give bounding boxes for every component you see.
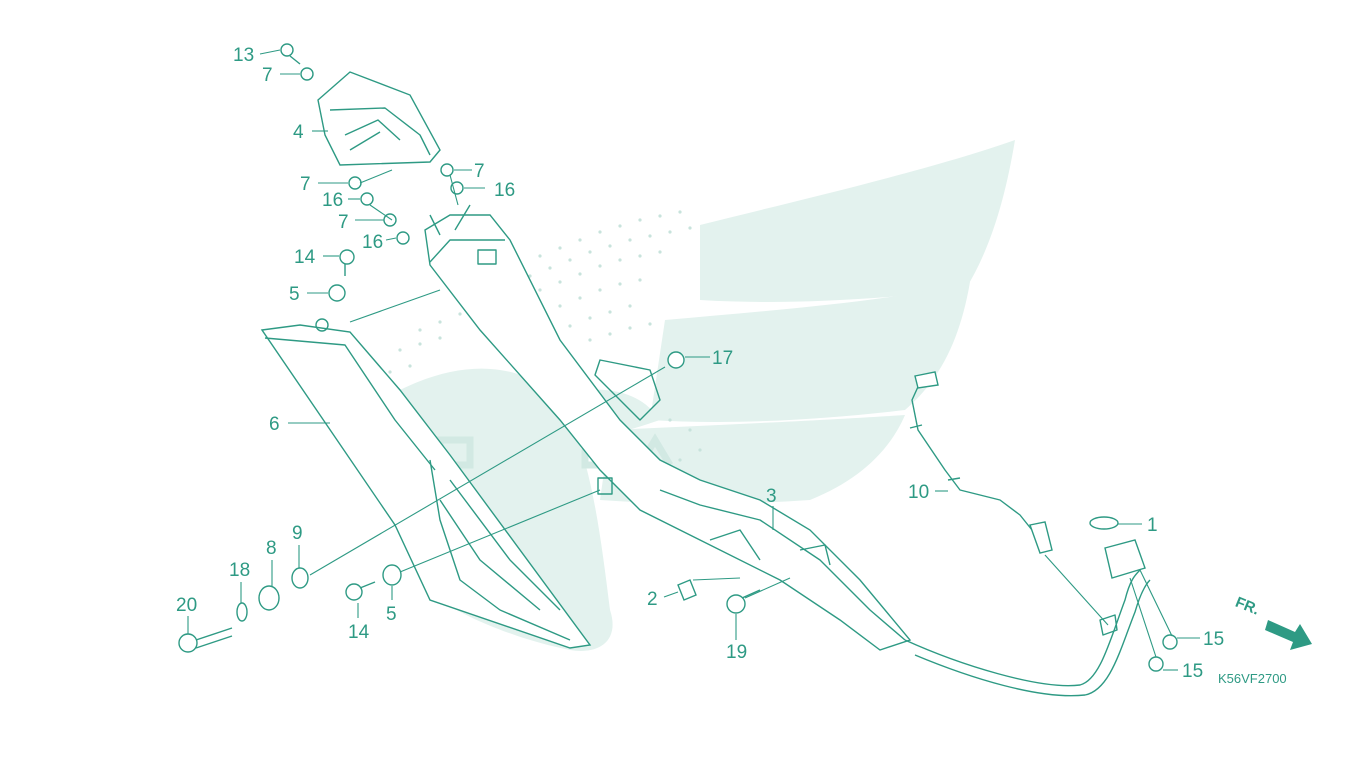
hardware — [178, 43, 1178, 672]
callout-13: 13 — [233, 45, 254, 66]
leader-lines — [187, 49, 1200, 671]
callout-7: 7 — [474, 161, 485, 182]
fr-arrow-icon: FR. — [1233, 594, 1312, 650]
front-indicator: FR. — [1233, 594, 1262, 619]
callout-14: 14 — [294, 247, 316, 268]
part-10-o2-sensor — [909, 371, 1053, 554]
callout-14: 14 — [348, 622, 370, 643]
callout-6: 6 — [269, 414, 280, 435]
callout-15: 15 — [1203, 629, 1224, 650]
diagram-code: K56VF2700 — [1218, 671, 1287, 686]
part-3-muffler — [424, 204, 912, 651]
part-6-heat-shield — [260, 318, 592, 649]
callout-16: 16 — [494, 180, 515, 201]
callout-1: 1 — [1147, 515, 1158, 536]
callout-20: 20 — [176, 595, 197, 616]
callout-labels: 13 7 4 7 7 16 16 7 16 14 5 6 17 3 10 1 9… — [176, 45, 1224, 682]
callout-18: 18 — [229, 560, 250, 581]
callout-4: 4 — [293, 122, 304, 143]
callout-17: 17 — [712, 348, 733, 369]
callout-10: 10 — [908, 482, 929, 503]
callout-19: 19 — [726, 642, 747, 663]
callout-15: 15 — [1182, 661, 1203, 682]
callout-5: 5 — [386, 604, 397, 625]
part-4-protector-cap — [317, 71, 441, 166]
callout-7: 7 — [262, 65, 273, 86]
callout-8: 8 — [266, 538, 277, 559]
callout-16: 16 — [322, 190, 343, 211]
callout-3: 3 — [766, 486, 777, 507]
callout-7: 7 — [300, 174, 311, 195]
wing-logo-watermark — [388, 140, 1015, 651]
callout-2: 2 — [647, 589, 658, 610]
callout-7: 7 — [338, 212, 349, 233]
exhaust-pipe — [904, 539, 1151, 697]
callout-9: 9 — [292, 523, 303, 544]
callout-5: 5 — [289, 284, 300, 305]
callout-16: 16 — [362, 232, 383, 253]
